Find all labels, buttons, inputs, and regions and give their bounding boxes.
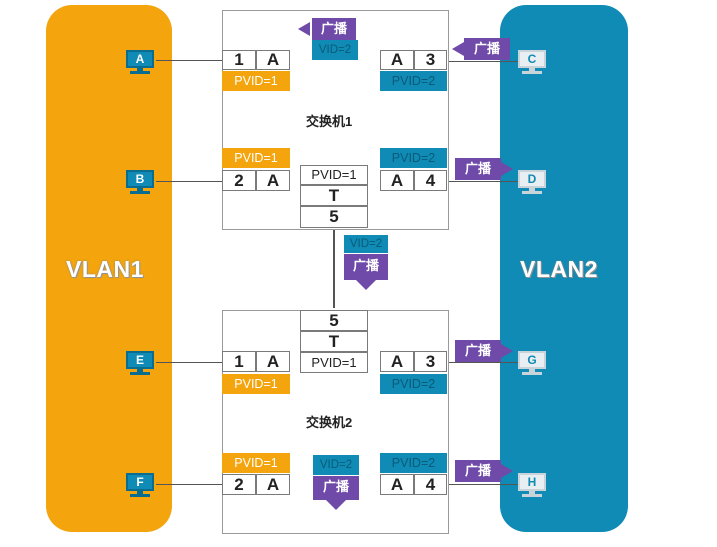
sw1-port1-number: 1 [222,50,256,70]
sw1-port4-mode: A [380,170,414,191]
sw2-port4-mode: A [380,474,414,495]
sw1-port2-mode: A [256,170,290,191]
pc-b-label: B [135,172,145,186]
sw1-port3-mode: A [380,50,414,70]
sw1-port5-number: 5 [300,206,368,228]
switch-1-name: 交换机1 [306,114,353,129]
link-b-sw1 [156,181,222,182]
g-broadcast: 广播 [455,340,521,362]
left-arrow-icon [452,42,464,56]
pc-h: H [516,473,548,499]
d-broadcast: 广播 [455,158,521,180]
vlan2-region [500,5,628,532]
sw1-port1-pvid: PVID=1 [222,71,290,91]
switch-2-name: 交换机2 [306,415,353,430]
vlan1-region [46,5,172,532]
pc-c: C [516,50,548,76]
h-broadcast: 广播 [455,460,521,482]
link-g-sw2 [446,362,518,363]
link-d-sw1 [446,181,518,182]
sw1-broadcast-frame: 广播 VID=2 [296,18,360,62]
sw1-port4-number: 4 [414,170,447,191]
trunk-vid-tag: VID=2 [344,235,388,253]
pc-a: A [124,50,156,76]
sw2-port2-number: 2 [222,474,256,495]
left-arrow-icon [298,22,310,36]
pc-e-label: E [135,353,144,367]
sw2-port1-number: 1 [222,351,256,372]
link-c-sw1 [446,61,518,62]
pc-g-label: G [527,353,537,367]
g-broadcast-label: 广播 [455,340,501,362]
sw2-port3-mode: A [380,351,414,372]
sw2-broadcast-label: 广播 [313,476,359,500]
right-arrow-icon [501,344,513,358]
link-f-sw2 [156,484,222,485]
sw1-port5-mode: T [300,185,368,206]
trunk-link [333,228,335,308]
link-h-sw2 [446,484,518,485]
vlan2-label: VLAN2 [520,256,598,282]
d-broadcast-label: 广播 [455,158,501,180]
sw2-port3-number: 3 [414,351,447,372]
link-e-sw2 [156,362,222,363]
link-a-sw1 [156,60,222,61]
pc-b: B [124,170,156,196]
pc-d-label: D [527,172,537,186]
pc-d: D [516,170,548,196]
pc-e: E [124,351,156,377]
h-broadcast-label: 广播 [455,460,501,482]
right-arrow-icon [501,162,513,176]
sw2-port3-pvid: PVID=2 [380,374,447,394]
pc-f: F [124,473,156,499]
sw2-port5-mode: T [300,331,368,352]
sw1-vid-tag: VID=2 [312,40,358,60]
pc-f-label: F [136,475,144,489]
sw1-port2-pvid: PVID=1 [222,148,290,168]
down-arrow-icon [326,500,346,510]
sw2-port1-pvid: PVID=1 [222,374,290,394]
sw2-vid-tag: VID=2 [313,455,359,475]
sw2-port5-pvid: PVID=1 [300,352,368,373]
down-arrow-icon [356,280,376,290]
sw2-port2-mode: A [256,474,290,495]
c-broadcast-label: 广播 [464,38,510,60]
sw2-port2-pvid: PVID=1 [222,453,290,473]
sw2-port5-number: 5 [300,310,368,331]
vlan1-label: VLAN1 [66,256,144,282]
sw1-port4-pvid: PVID=2 [380,148,447,168]
trunk-broadcast-label: 广播 [344,254,388,280]
pc-c-label: C [527,52,537,66]
pc-a-label: A [135,52,145,66]
sw1-port1-mode: A [256,50,290,70]
c-broadcast: 广播 [452,38,514,60]
sw1-port3-number: 3 [414,50,447,70]
sw2-port4-pvid: PVID=2 [380,453,447,473]
right-arrow-icon [501,464,513,478]
sw1-port3-pvid: PVID=2 [380,71,447,91]
sw1-broadcast-label: 广播 [312,18,356,40]
pc-g: G [516,351,548,377]
sw2-port4-number: 4 [414,474,447,495]
sw2-port1-mode: A [256,351,290,372]
sw1-port5-pvid: PVID=1 [300,165,368,185]
sw1-port2-number: 2 [222,170,256,191]
pc-h-label: H [527,475,537,489]
